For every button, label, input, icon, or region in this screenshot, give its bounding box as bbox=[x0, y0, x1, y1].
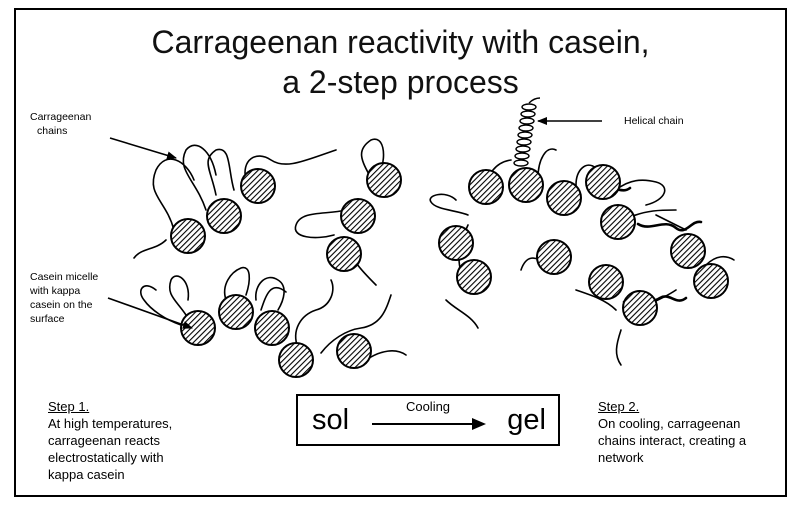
step1-micelles bbox=[170, 162, 402, 378]
sol-gel-process-box: sol Cooling gel bbox=[296, 394, 560, 446]
gel-label: gel bbox=[507, 404, 546, 436]
step1-line-1: At high temperatures, bbox=[48, 416, 173, 431]
cooling-label: Cooling bbox=[405, 399, 451, 414]
step1-heading: Step 1. bbox=[48, 399, 90, 414]
label-casein-line-2: with kappa bbox=[30, 285, 81, 297]
label-casein-line-3: casein on the bbox=[30, 299, 93, 311]
step2-heading: Step 2. bbox=[598, 399, 640, 414]
diagram-illustration bbox=[107, 97, 735, 378]
title-line-2: a 2-step process bbox=[282, 64, 519, 100]
diagram-frame: Carrageenan reactivity with casein, a 2-… bbox=[14, 8, 787, 497]
label-casein-line-1: Casein micelle bbox=[30, 271, 99, 283]
label-helical-chain: Helical chain bbox=[624, 115, 684, 127]
arrow-to-casein-micelle bbox=[107, 297, 193, 329]
label-carrageenan-chains: Carrageenan chains bbox=[30, 110, 91, 138]
step2-line-3: network bbox=[598, 450, 644, 465]
diagram-title: Carrageenan reactivity with casein, a 2-… bbox=[16, 22, 785, 102]
step2-line-2: chains interact, creating a bbox=[598, 433, 747, 448]
step2-line-1: On cooling, carrageenan bbox=[598, 416, 741, 431]
sol-label: sol bbox=[312, 404, 350, 436]
label-carrageenan-line-2: chains bbox=[37, 125, 68, 137]
label-casein-micelle: Casein micelle with kappa casein on the … bbox=[30, 270, 98, 326]
helical-chain bbox=[513, 97, 541, 167]
step1-description: Step 1. At high temperatures, carrageena… bbox=[48, 398, 172, 483]
step2-micelles bbox=[438, 164, 729, 326]
pointer-arrows bbox=[107, 117, 602, 329]
label-carrageenan-line-1: Carrageenan bbox=[30, 111, 92, 123]
step2-description: Step 2. On cooling, carrageenan chains i… bbox=[598, 398, 746, 466]
label-casein-line-4: surface bbox=[30, 313, 65, 325]
arrow-to-carrageenan-chain bbox=[109, 137, 177, 160]
step1-line-3: electrostatically with bbox=[48, 450, 164, 465]
step1-line-4: kappa casein bbox=[48, 467, 125, 482]
step1-line-2: carrageenan reacts bbox=[48, 433, 161, 448]
title-line-1: Carrageenan reactivity with casein, bbox=[151, 24, 650, 60]
cooling-arrow bbox=[372, 418, 486, 430]
